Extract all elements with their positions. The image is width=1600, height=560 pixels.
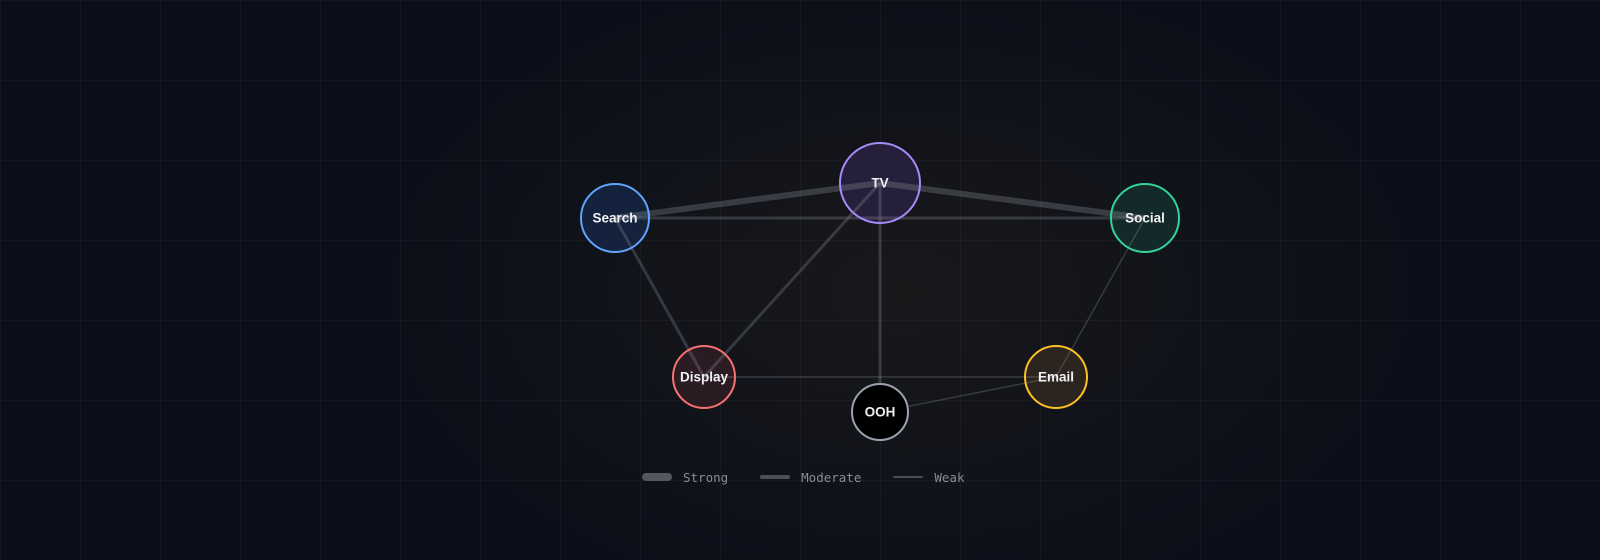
legend-label-weak: Weak (934, 469, 965, 485)
legend-item-strong: Strong (642, 470, 728, 485)
node-fill-tv (840, 143, 920, 223)
node-label-search: Search (592, 211, 637, 226)
weak-line-icon (893, 476, 924, 478)
moderate-line-icon (760, 475, 791, 479)
node-social[interactable]: Social (1110, 183, 1180, 253)
node-label-display: Display (680, 370, 729, 385)
edge-tv-search (614, 180, 881, 221)
node-fill-display (673, 346, 735, 408)
legend-label-strong: Strong (683, 469, 729, 485)
node-circle-ooh[interactable] (851, 383, 909, 441)
node-circle-search[interactable] (580, 183, 650, 253)
node-label-ooh: OOH (865, 405, 896, 420)
node-ooh[interactable]: OOH (851, 383, 909, 441)
edge-tv-social (879, 180, 1146, 221)
strong-line-icon (642, 473, 672, 481)
edge-social-email (1055, 217, 1146, 378)
edge-search-display (613, 217, 706, 378)
edge-ooh-email (879, 376, 1057, 413)
edge-tv-display (702, 181, 882, 379)
node-circle-email[interactable] (1024, 345, 1088, 409)
node-fill-email (1025, 346, 1087, 408)
node-fill-social (1111, 184, 1179, 252)
node-email[interactable]: Email (1024, 345, 1088, 409)
node-circle-display[interactable] (672, 345, 736, 409)
node-label-email: Email (1038, 370, 1074, 385)
node-circle-tv[interactable] (839, 142, 921, 224)
node-label-tv: TV (871, 176, 888, 191)
node-search[interactable]: Search (580, 183, 650, 253)
edges-layer (581, 143, 1179, 440)
node-fill-search (581, 184, 649, 252)
legend: Strong Moderate Weak (642, 468, 996, 486)
legend-item-weak: Weak (893, 470, 964, 485)
node-circle-social[interactable] (1110, 183, 1180, 253)
node-tv[interactable]: TV (839, 142, 921, 224)
node-label-social: Social (1125, 211, 1165, 226)
node-display[interactable]: Display (672, 345, 736, 409)
legend-item-moderate: Moderate (760, 470, 861, 485)
legend-label-moderate: Moderate (801, 469, 862, 485)
